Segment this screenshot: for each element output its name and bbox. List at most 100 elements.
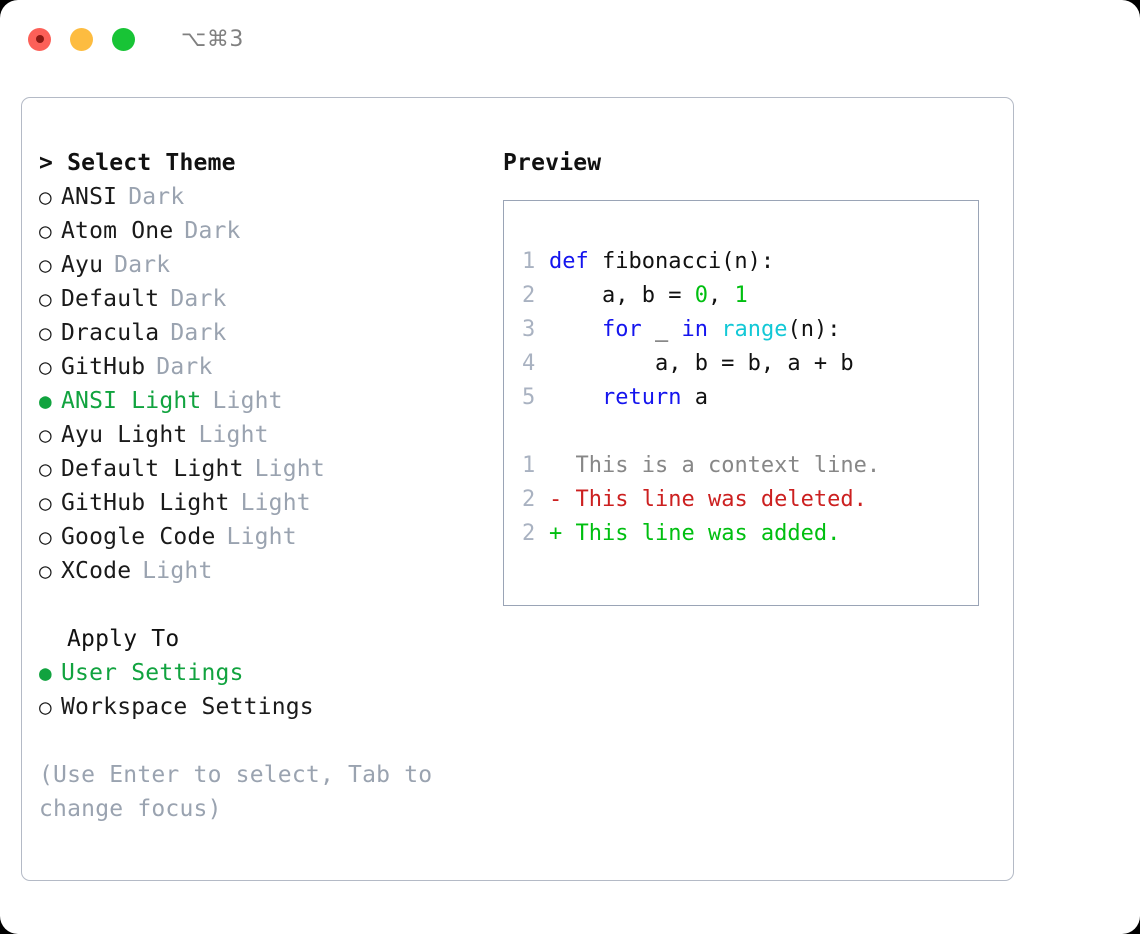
code-token-plain: a, b =: [549, 283, 695, 308]
theme-option-name: Ayu Light: [61, 422, 188, 448]
code-spacer: [522, 415, 978, 449]
code-line: 2 a, b = 0, 1: [522, 279, 978, 313]
theme-option-row[interactable]: ○ Google Code Light: [39, 520, 509, 554]
radio-unselected-icon[interactable]: ○: [39, 185, 52, 209]
radio-unselected-icon[interactable]: ○: [39, 695, 52, 719]
code-token-kw: def: [549, 249, 602, 274]
code-line-content: for _ in range(n):: [549, 313, 840, 347]
theme-option-variant-tag: Dark: [184, 218, 241, 244]
theme-option-variant-tag: Dark: [128, 184, 185, 210]
code-token-kw: return: [601, 385, 682, 410]
code-token-plain: [708, 317, 721, 342]
radio-unselected-icon[interactable]: ○: [39, 219, 52, 243]
code-token-plain: fibonacci(n):: [601, 249, 775, 274]
radio-unselected-icon[interactable]: ○: [39, 525, 52, 549]
diff-line: 2- This line was deleted.: [522, 483, 978, 517]
maximize-window-button[interactable]: [112, 27, 135, 51]
theme-option-name: Google Code: [61, 524, 216, 550]
code-line-content: a, b = 0, 1: [549, 279, 748, 313]
radio-unselected-icon[interactable]: ○: [39, 457, 52, 481]
theme-option-variant-tag: Dark: [170, 286, 227, 312]
theme-option-variant-tag: Light: [240, 490, 311, 516]
theme-option-name: Default: [61, 286, 160, 312]
keyboard-hint-text: (Use Enter to select, Tab to change focu…: [39, 762, 433, 822]
code-token-builtin: range: [721, 317, 788, 342]
close-window-button[interactable]: [28, 27, 51, 51]
radio-unselected-icon[interactable]: ○: [39, 355, 52, 379]
code-line: 1 def fibonacci(n):: [522, 245, 978, 279]
diff-marker-ctx: [549, 449, 576, 483]
theme-option-row[interactable]: ○ ANSI Dark: [39, 180, 509, 214]
diff-line: 2 + This line was added.: [522, 517, 978, 551]
diff-line-text: This line was deleted.: [575, 487, 867, 512]
radio-unselected-icon[interactable]: ○: [39, 423, 52, 447]
diff-line-number: 2: [522, 521, 536, 546]
minimize-window-button[interactable]: [70, 27, 93, 51]
code-token-num: 0: [694, 283, 708, 308]
apply-to-option-row[interactable]: ○Workspace Settings: [39, 690, 509, 724]
radio-unselected-icon[interactable]: ○: [39, 559, 52, 583]
theme-option-variant-tag: Light: [142, 558, 213, 584]
code-line-content: def fibonacci(n):: [549, 245, 774, 279]
code-token-plain: ,: [707, 283, 735, 308]
diff-marker-add: +: [549, 521, 576, 546]
diff-line-text: This is a context line.: [575, 453, 881, 478]
code-token-plain: [549, 385, 602, 410]
diff-marker-del: -: [549, 487, 576, 512]
apply-to-list: ● User Settings ○Workspace Settings: [39, 656, 509, 724]
apply-to-option-name: User Settings: [61, 660, 244, 686]
theme-option-row[interactable]: ○ GitHub Dark: [39, 350, 509, 384]
theme-option-name: Ayu: [61, 252, 104, 278]
code-line-number: 1: [522, 249, 536, 274]
diff-line-text: This line was added.: [575, 521, 841, 546]
theme-option-name: Atom One: [61, 218, 174, 244]
radio-selected-icon[interactable]: ●: [39, 661, 52, 685]
preview-heading: Preview: [503, 150, 602, 176]
radio-unselected-icon[interactable]: ○: [39, 321, 52, 345]
code-token-num: 1: [734, 283, 748, 308]
titlebar: ⌥⌘3: [0, 0, 1140, 78]
radio-selected-icon[interactable]: ●: [39, 389, 52, 413]
code-line-number: 3: [522, 317, 536, 342]
theme-option-name: XCode: [61, 558, 132, 584]
theme-option-variant-tag: Light: [198, 422, 269, 448]
code-line-content: a, b = b, a + b: [549, 347, 854, 381]
theme-option-name: ANSI: [61, 184, 118, 210]
theme-option-variant-tag: Dark: [156, 354, 213, 380]
code-token-plain: _: [641, 317, 682, 342]
code-line: 5 return a: [522, 381, 978, 415]
radio-unselected-icon[interactable]: ○: [39, 287, 52, 311]
apply-to-heading: Apply To: [67, 626, 180, 652]
code-line-number: 4: [522, 351, 536, 376]
code-line-content: return a: [549, 381, 708, 415]
theme-option-name: ANSI Light: [61, 388, 202, 414]
select-theme-heading: > Select Theme: [39, 150, 236, 176]
diff-line: 1 This is a context line.: [522, 449, 978, 483]
code-line-number: 5: [522, 385, 536, 410]
theme-option-row[interactable]: ○ Atom One Dark: [39, 214, 509, 248]
code-token-kw: in: [681, 317, 708, 342]
code-token-plain: (n):: [787, 317, 841, 342]
theme-option-row[interactable]: ○ Ayu Light Light: [39, 418, 509, 452]
code-line-number: 2: [522, 283, 536, 308]
code-token-plain: a: [681, 385, 708, 410]
code-token-kw: for: [601, 317, 642, 342]
theme-option-variant-tag: Light: [226, 524, 297, 550]
apply-to-option-row[interactable]: ● User Settings: [39, 656, 509, 690]
theme-option-name: GitHub: [61, 354, 146, 380]
theme-option-row[interactable]: ○ Default Dark: [39, 282, 509, 316]
code-line: 4 a, b = b, a + b: [522, 347, 978, 381]
theme-option-row[interactable]: ○ XCode Light: [39, 554, 509, 588]
radio-unselected-icon[interactable]: ○: [39, 253, 52, 277]
theme-option-name: Default Light: [61, 456, 244, 482]
radio-unselected-icon[interactable]: ○: [39, 491, 52, 515]
